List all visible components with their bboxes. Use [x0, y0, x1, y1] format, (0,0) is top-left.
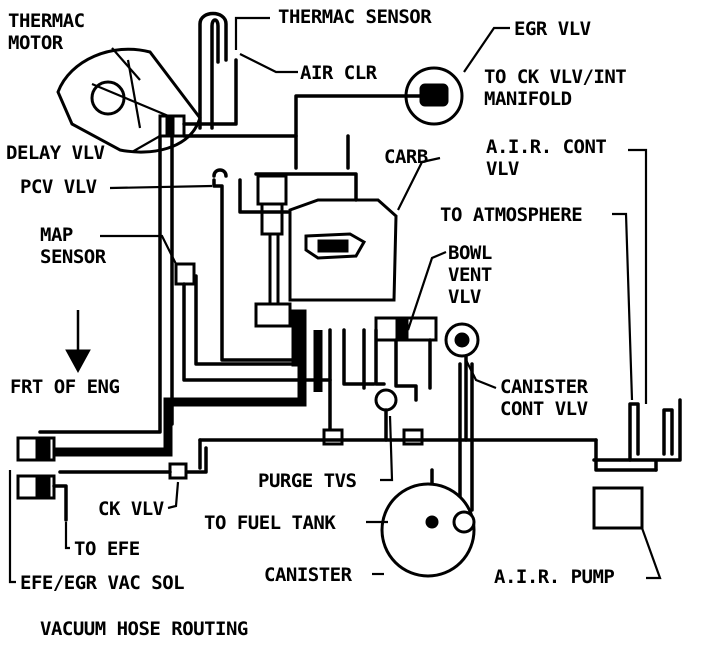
label-purge-tvs: PURGE TVS	[258, 470, 357, 492]
label-frt-of-eng: FRT OF ENG	[10, 376, 120, 398]
label-to-efe: TO EFE	[74, 538, 140, 560]
label-thermac-motor: THERMAC MOTOR	[8, 10, 85, 54]
label-to-ck-vlv-int-manifold: TO CK VLV/INT MANIFOLD	[484, 66, 627, 110]
label-air-clr: AIR CLR	[300, 62, 377, 84]
label-to-atmosphere: TO ATMOSPHERE	[440, 204, 583, 226]
egr-valve	[404, 66, 464, 126]
label-thermac-sensor: THERMAC SENSOR	[278, 6, 432, 28]
label-canister-cont-vlv: CANISTER CONT VLV	[500, 376, 588, 420]
label-map-sensor: MAP SENSOR	[40, 224, 106, 268]
carburetor	[254, 174, 398, 367]
check-valve	[168, 462, 188, 480]
efe-egr-vac-solenoid	[16, 436, 56, 500]
label-to-fuel-tank: TO FUEL TANK	[204, 512, 336, 534]
label-efe-egr-vac-sol: EFE/EGR VAC SOL	[20, 572, 185, 594]
map-sensor	[174, 262, 196, 286]
label-delay-vlv: DELAY VLV	[6, 142, 105, 164]
label-air-pump: A.I.R. PUMP	[494, 566, 615, 588]
label-ck-vlv: CK VLV	[98, 498, 164, 520]
label-egr-vlv: EGR VLV	[514, 18, 591, 40]
purge-tvs	[322, 388, 424, 446]
thermac-sensor	[182, 11, 238, 130]
air-pump	[592, 486, 644, 530]
canister-cont-valve	[444, 322, 480, 358]
leader-lines	[8, 16, 662, 584]
label-carb: CARB	[384, 146, 428, 168]
canister	[380, 482, 476, 578]
label-pcv-vlv: PCV VLV	[20, 176, 97, 198]
bowl-vent-valve	[374, 316, 438, 342]
delay-valve	[158, 114, 186, 138]
label-canister: CANISTER	[264, 564, 352, 586]
label-air-cont-vlv: A.I.R. CONT VLV	[486, 136, 607, 180]
front-arrow	[65, 310, 91, 374]
label-bowl-vent-vlv: BOWL VENT VLV	[448, 242, 492, 308]
diagram-caption: VACUUM HOSE ROUTING	[40, 618, 248, 640]
